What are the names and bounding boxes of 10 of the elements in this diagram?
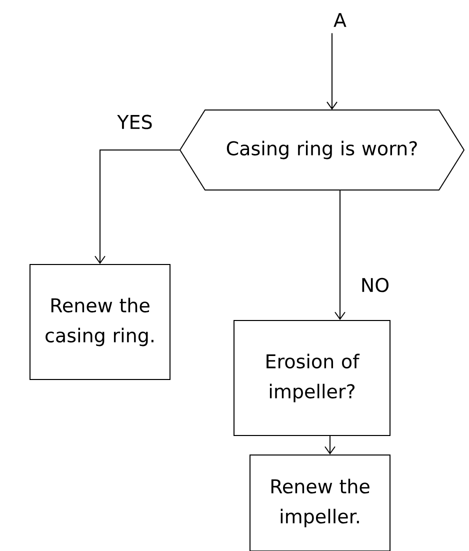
process-box: Erosion of impeller? <box>234 320 390 436</box>
arrow <box>326 32 338 110</box>
process-box: Renew the casing ring. <box>30 264 170 380</box>
edge-label: NO <box>359 276 391 294</box>
process-box: Renew the impeller. <box>250 454 390 551</box>
arrow <box>324 436 336 454</box>
arrow <box>94 150 180 264</box>
arrow <box>334 190 346 320</box>
connector-label: A <box>334 13 346 27</box>
edge-label: YES <box>116 114 154 130</box>
